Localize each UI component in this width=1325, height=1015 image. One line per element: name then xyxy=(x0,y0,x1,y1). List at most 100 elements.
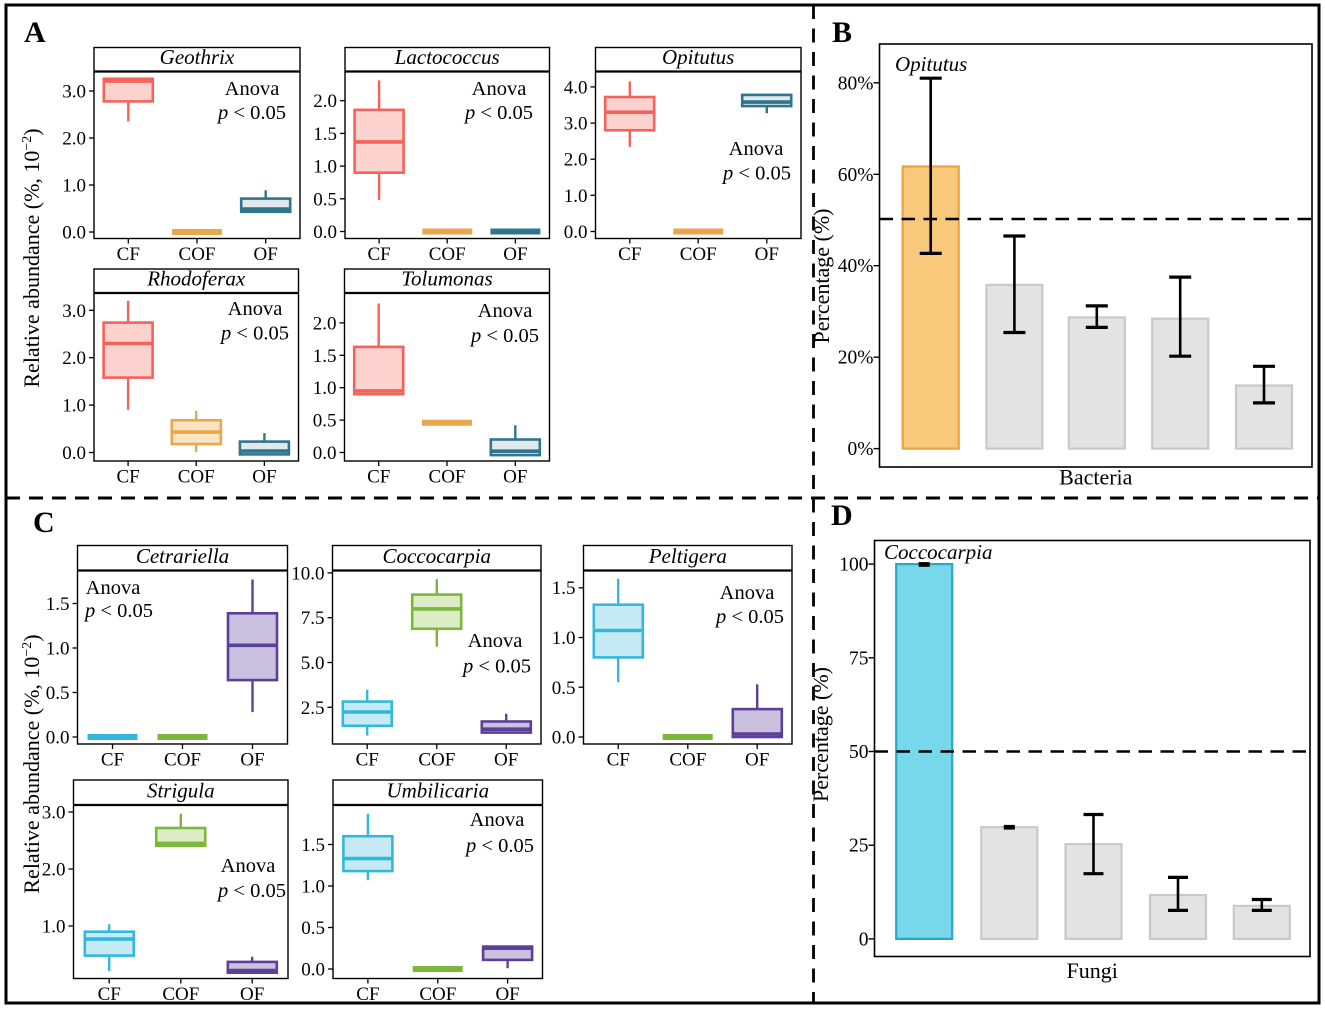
svg-text:CF: CF xyxy=(618,244,641,265)
svg-text:CF: CF xyxy=(356,984,379,1005)
svg-text:1.5: 1.5 xyxy=(313,346,337,367)
svg-text:Anova: Anova xyxy=(221,855,276,877)
svg-text:0.0: 0.0 xyxy=(46,728,70,749)
svg-text:Fungi: Fungi xyxy=(1067,958,1118,983)
svg-text:1.5: 1.5 xyxy=(301,835,325,856)
svg-text:Anova: Anova xyxy=(720,582,775,604)
svg-text:5.0: 5.0 xyxy=(301,653,325,674)
svg-text:0.5: 0.5 xyxy=(313,189,337,210)
svg-text:80%: 80% xyxy=(838,73,874,94)
svg-text:p < 0.05: p < 0.05 xyxy=(463,102,533,124)
svg-text:0.0: 0.0 xyxy=(564,222,588,243)
svg-text:0.5: 0.5 xyxy=(46,683,70,704)
svg-text:Anova: Anova xyxy=(228,298,283,320)
svg-text:CF: CF xyxy=(116,467,139,488)
svg-text:Geothrix: Geothrix xyxy=(160,45,235,69)
svg-text:OF: OF xyxy=(240,984,264,1005)
svg-text:CF: CF xyxy=(117,244,140,265)
svg-text:0.0: 0.0 xyxy=(301,960,325,981)
svg-text:OF: OF xyxy=(745,750,769,771)
svg-text:OF: OF xyxy=(254,244,278,265)
svg-text:Umbilicaria: Umbilicaria xyxy=(386,779,489,803)
svg-text:Opitutus: Opitutus xyxy=(895,52,967,76)
svg-text:60%: 60% xyxy=(838,165,874,186)
svg-text:Anova: Anova xyxy=(478,300,533,322)
svg-text:OF: OF xyxy=(240,750,264,771)
svg-text:CF: CF xyxy=(367,467,390,488)
svg-text:1.0: 1.0 xyxy=(301,877,325,898)
svg-text:3.0: 3.0 xyxy=(564,114,588,135)
svg-text:50: 50 xyxy=(849,742,869,763)
svg-text:Anova: Anova xyxy=(472,78,527,100)
svg-text:COF: COF xyxy=(680,244,717,265)
svg-text:p < 0.05: p < 0.05 xyxy=(461,656,531,678)
svg-text:7.5: 7.5 xyxy=(301,608,325,629)
svg-text:100: 100 xyxy=(839,555,868,576)
svg-text:Anova: Anova xyxy=(729,138,784,160)
svg-text:1.5: 1.5 xyxy=(313,124,337,145)
svg-text:0.0: 0.0 xyxy=(313,222,337,243)
svg-text:2.0: 2.0 xyxy=(313,91,337,112)
svg-text:0.5: 0.5 xyxy=(313,411,337,432)
svg-text:3.0: 3.0 xyxy=(42,803,66,824)
svg-text:Anova: Anova xyxy=(468,630,523,652)
svg-text:Strigula: Strigula xyxy=(147,779,215,803)
svg-text:0.5: 0.5 xyxy=(301,918,325,939)
svg-text:2.0: 2.0 xyxy=(313,313,337,334)
svg-text:COF: COF xyxy=(419,984,456,1005)
svg-text:OF: OF xyxy=(252,467,276,488)
svg-text:p < 0.05: p < 0.05 xyxy=(714,606,784,628)
svg-text:OF: OF xyxy=(494,750,518,771)
svg-text:Anova: Anova xyxy=(470,809,525,831)
svg-text:COF: COF xyxy=(164,750,201,771)
svg-text:1.0: 1.0 xyxy=(313,378,337,399)
svg-text:25: 25 xyxy=(849,836,869,857)
svg-text:20%: 20% xyxy=(838,348,874,369)
svg-text:p < 0.05: p < 0.05 xyxy=(464,835,534,857)
svg-text:D: D xyxy=(831,499,853,532)
svg-text:CF: CF xyxy=(101,750,124,771)
svg-text:2.5: 2.5 xyxy=(301,698,325,719)
svg-text:Coccocarpia: Coccocarpia xyxy=(383,544,491,568)
svg-text:Lactococcus: Lactococcus xyxy=(394,45,500,69)
svg-text:0.5: 0.5 xyxy=(552,678,576,699)
svg-text:1.0: 1.0 xyxy=(62,396,86,417)
svg-text:COF: COF xyxy=(429,244,466,265)
svg-text:COF: COF xyxy=(429,467,466,488)
svg-text:1.0: 1.0 xyxy=(42,917,66,938)
svg-text:1.0: 1.0 xyxy=(62,176,86,197)
svg-text:p < 0.05: p < 0.05 xyxy=(83,600,153,622)
svg-text:OF: OF xyxy=(503,244,527,265)
svg-text:p < 0.05: p < 0.05 xyxy=(219,323,289,345)
svg-text:Cetrariella: Cetrariella xyxy=(136,544,229,568)
svg-text:1.0: 1.0 xyxy=(564,186,588,207)
svg-text:COF: COF xyxy=(179,244,216,265)
svg-text:p < 0.05: p < 0.05 xyxy=(721,163,791,185)
svg-text:CF: CF xyxy=(98,984,121,1005)
svg-text:p < 0.05: p < 0.05 xyxy=(216,102,286,124)
svg-text:CF: CF xyxy=(356,750,379,771)
svg-text:0.0: 0.0 xyxy=(552,728,576,749)
svg-text:Anova: Anova xyxy=(86,577,141,599)
svg-text:CF: CF xyxy=(367,244,390,265)
svg-text:COF: COF xyxy=(178,467,215,488)
svg-text:Anova: Anova xyxy=(225,78,280,100)
svg-text:1.5: 1.5 xyxy=(46,594,70,615)
svg-text:Rhodoferax: Rhodoferax xyxy=(146,267,246,291)
svg-text:75: 75 xyxy=(849,648,869,669)
svg-text:Opitutus: Opitutus xyxy=(662,45,734,69)
svg-text:OF: OF xyxy=(755,244,779,265)
svg-text:Percentage (%): Percentage (%) xyxy=(809,209,834,344)
svg-text:Tolumonas: Tolumonas xyxy=(401,267,492,291)
svg-text:0.0: 0.0 xyxy=(62,223,86,244)
svg-text:CF: CF xyxy=(607,750,630,771)
svg-text:OF: OF xyxy=(503,467,527,488)
svg-text:2.0: 2.0 xyxy=(62,129,86,150)
svg-text:40%: 40% xyxy=(838,256,874,277)
svg-text:1.0: 1.0 xyxy=(552,628,576,649)
svg-text:Percentage (%): Percentage (%) xyxy=(808,667,833,802)
svg-text:COF: COF xyxy=(162,984,199,1005)
svg-text:B: B xyxy=(832,16,852,49)
svg-text:Peltigera: Peltigera xyxy=(648,544,727,568)
svg-text:2.0: 2.0 xyxy=(42,860,66,881)
